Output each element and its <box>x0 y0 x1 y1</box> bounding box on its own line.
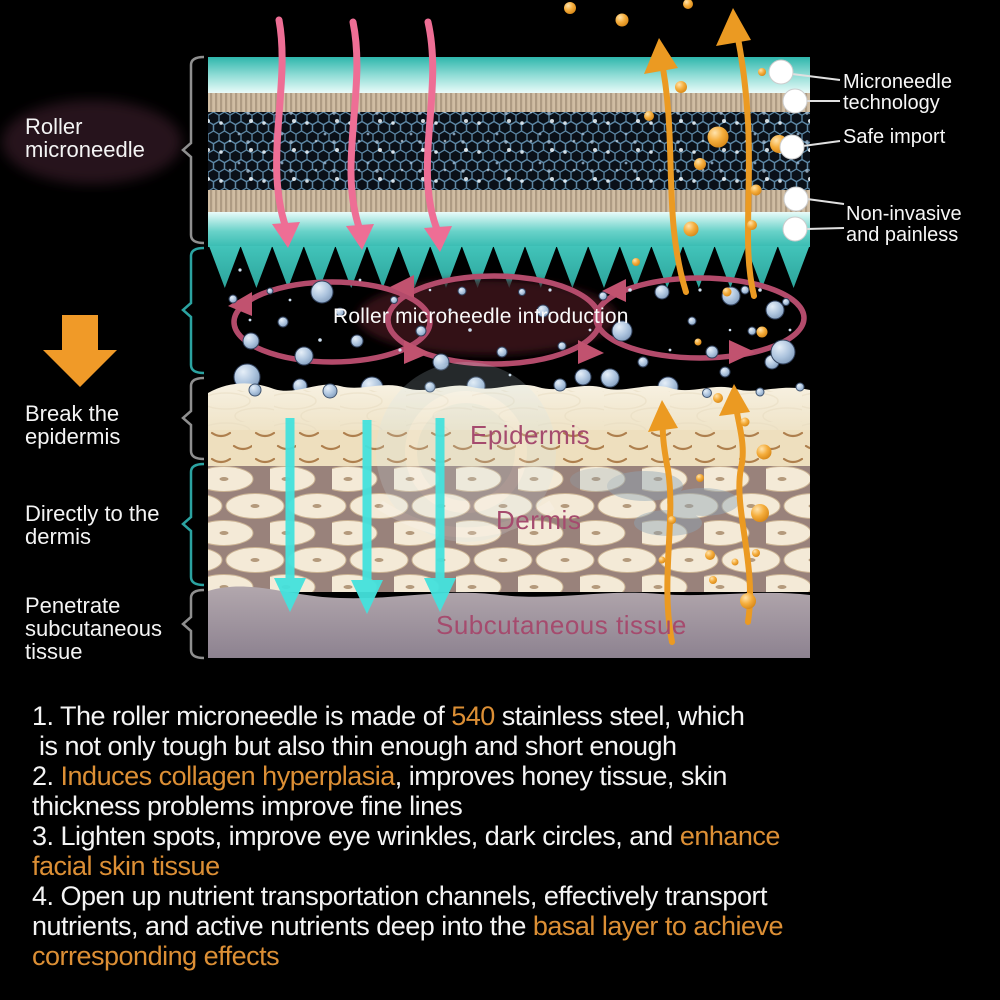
epidermis-layer <box>208 383 810 470</box>
white-speck-field <box>238 268 792 377</box>
down-block-arrow-icon <box>43 315 117 387</box>
white-callout-dot-icons <box>768 59 809 242</box>
feature-line: corresponding effects <box>32 941 280 971</box>
callout-safe-import: Safe import <box>843 126 946 148</box>
feature-line: is not only tough but also thin enough a… <box>32 731 677 761</box>
feature-line: facial skin tissue <box>32 851 220 881</box>
feature-list: 1. The roller microneedle is made of 540… <box>32 701 982 971</box>
feature-line: 1. The roller microneedle is made of 540… <box>32 701 745 731</box>
surface-bubbles <box>248 368 805 399</box>
subcutaneous-label: Subcutaneous tissue <box>436 610 687 640</box>
feature-line: 4. Open up nutrient transportation chann… <box>32 881 767 911</box>
callout-lines <box>791 73 845 230</box>
label-glow <box>2 100 182 184</box>
callout-non-invasive: Non-invasive and painless <box>846 203 962 246</box>
step-break-epidermis-label: Break the epidermis <box>25 401 121 449</box>
introduction-label: Roller microneedle introduction <box>333 305 629 328</box>
feature-line: 2. Induces collagen hyperplasia, improve… <box>32 761 727 791</box>
orange-nutrient-arrow-icons <box>644 8 757 645</box>
dermis-label: Dermis <box>496 505 582 535</box>
needle-spike-row <box>209 246 810 288</box>
subcutaneous-layer <box>208 586 810 658</box>
feature-line: nutrients, and active nutrients deep int… <box>32 911 784 941</box>
feature-line: thickness problems improve fine lines <box>32 791 463 821</box>
feature-line: 3. Lighten spots, improve eye wrinkles, … <box>32 821 780 851</box>
callout-microneedle-technology: Microneedle technology <box>843 71 952 114</box>
dermis-layer <box>208 466 810 592</box>
section-bracket-icons <box>181 55 205 660</box>
epidermis-label: Epidermis <box>470 420 591 450</box>
roller-microneedle-label: Roller microneedle <box>25 114 145 162</box>
step-directly-dermis-label: Directly to the dermis <box>25 501 160 549</box>
blue-bubble-field <box>228 280 796 400</box>
pink-flow-loop-icons <box>228 273 807 367</box>
pink-needle-arrow-icons <box>272 16 452 252</box>
step-penetrate-subcutaneous-label: Penetrate subcutaneous tissue <box>25 593 162 664</box>
cyan-penetration-arrow-icons <box>274 418 456 614</box>
orange-bubble-field <box>564 0 788 609</box>
roller-bands <box>208 57 810 247</box>
watermark <box>376 362 556 542</box>
